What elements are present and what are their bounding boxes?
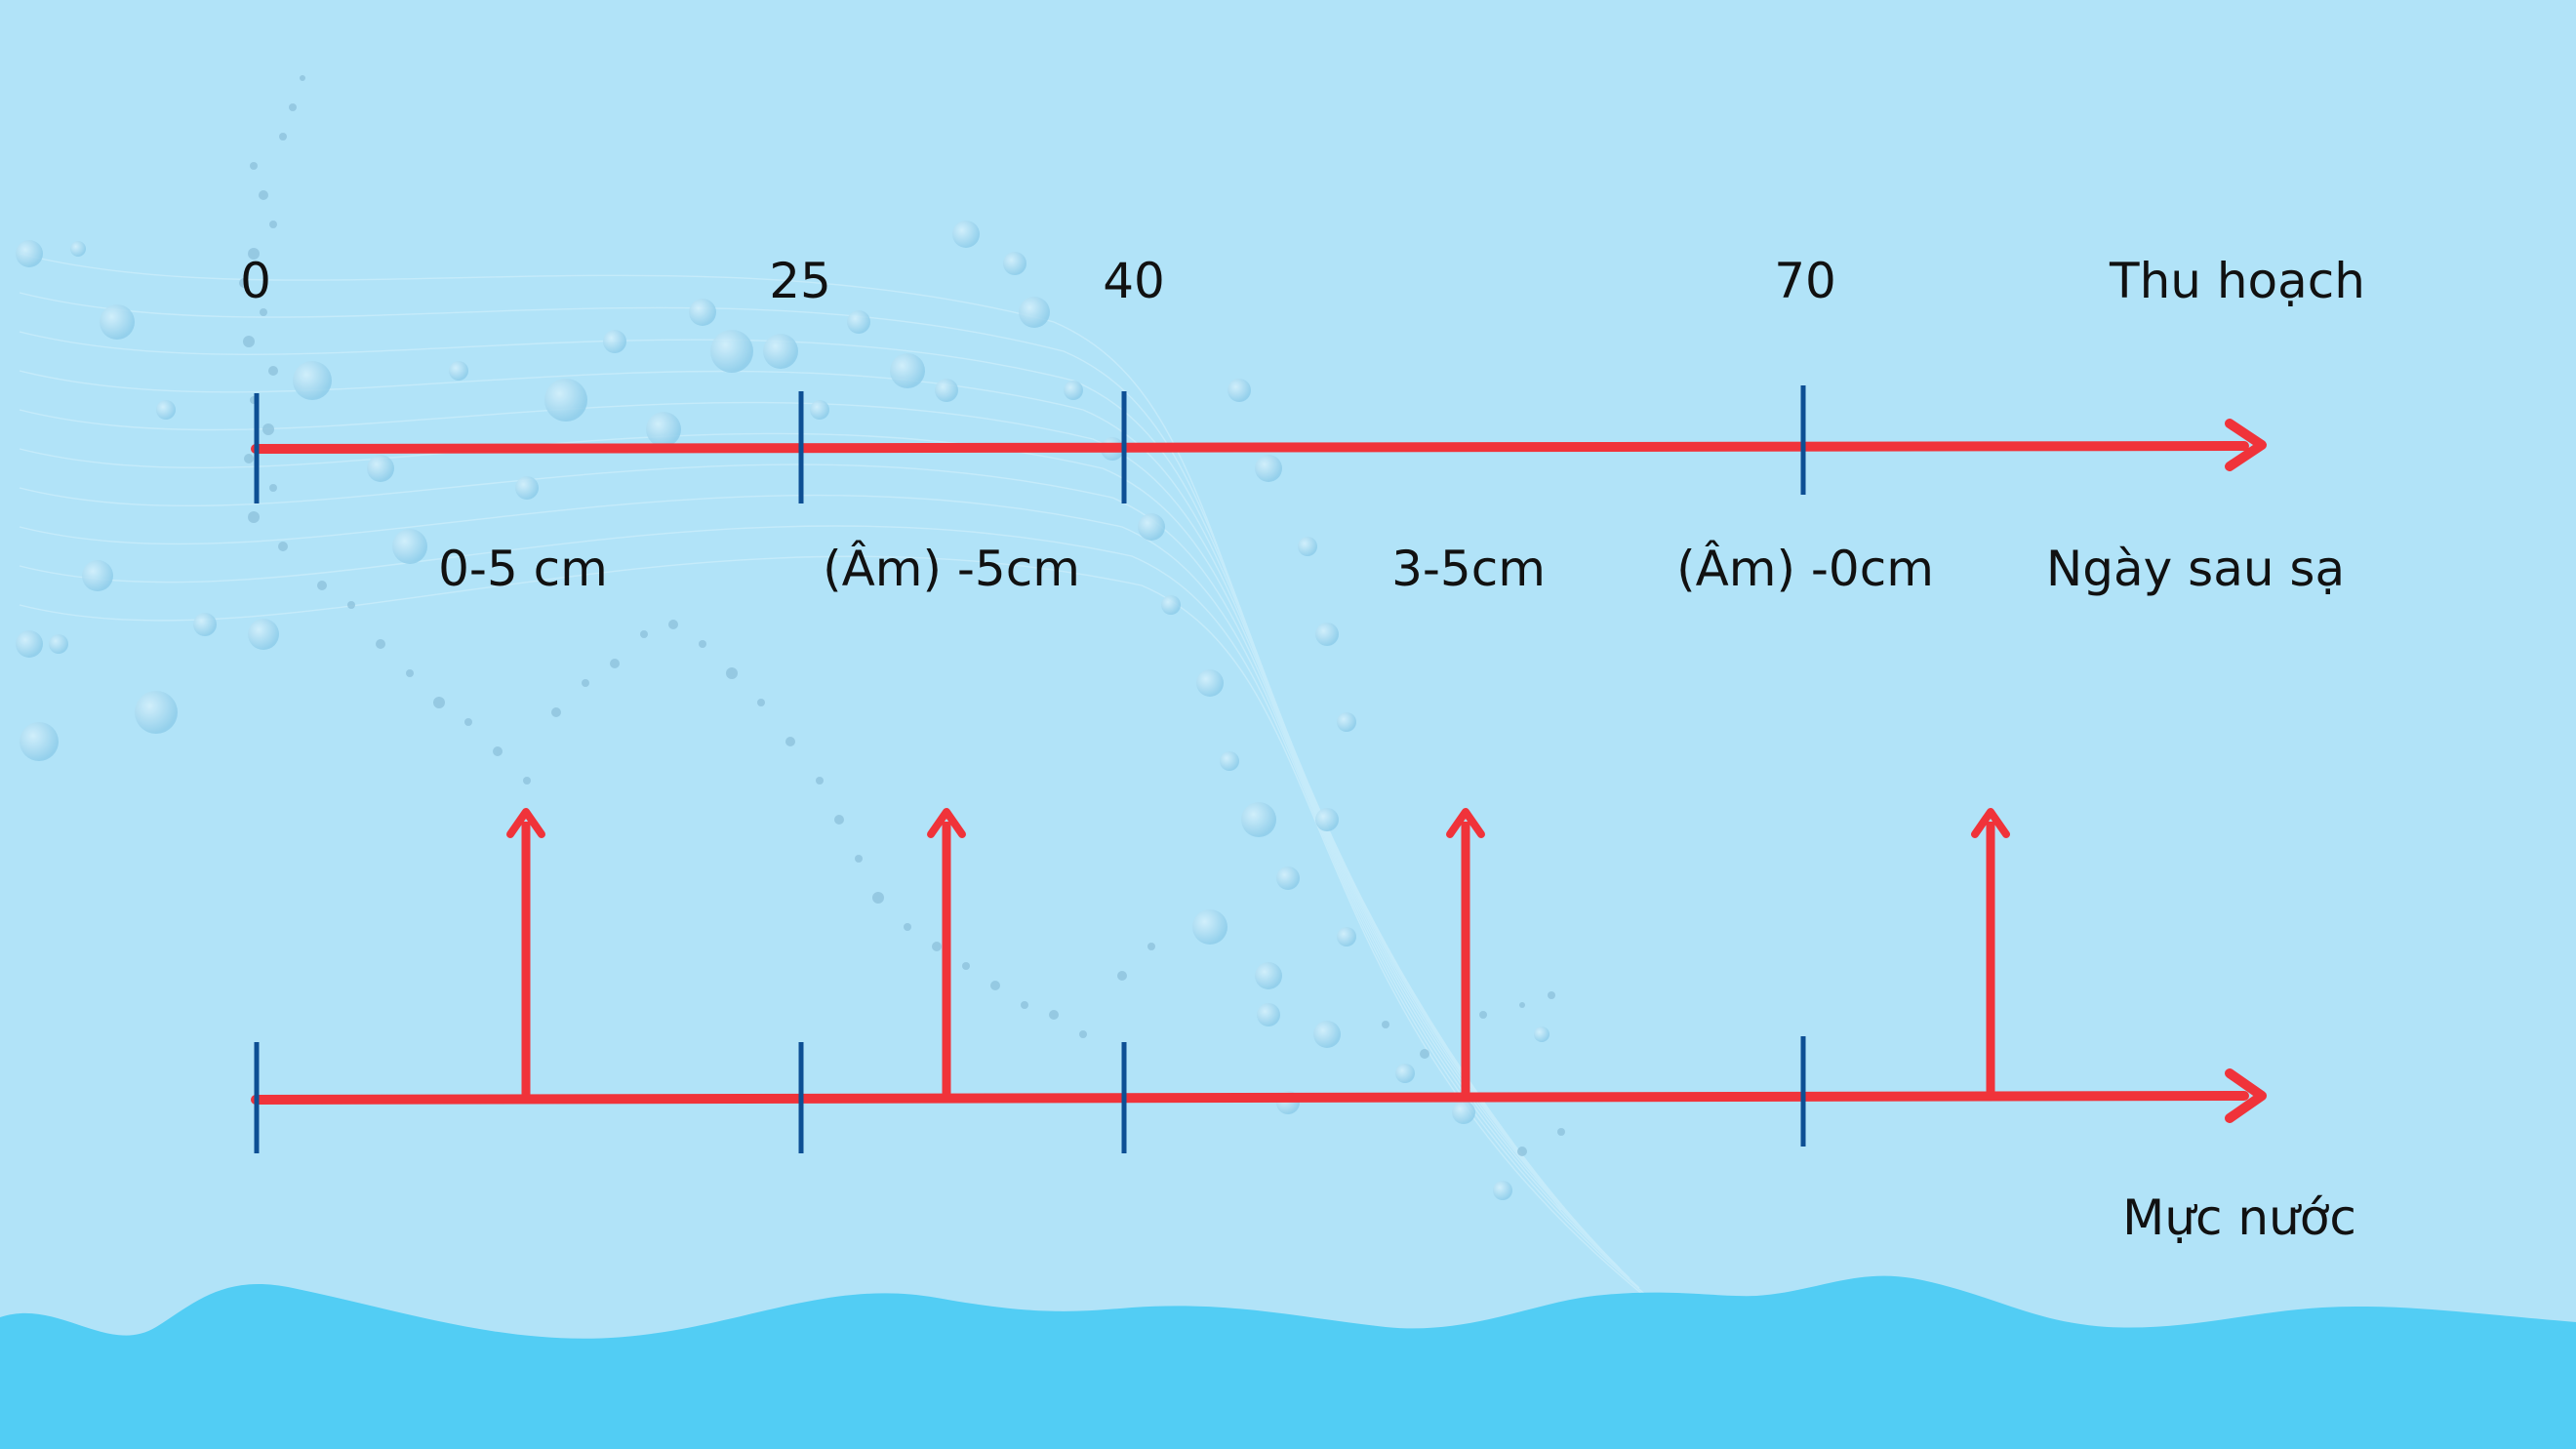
- decorative-small-dots: [239, 75, 1565, 1156]
- water-marker-1: [506, 808, 545, 1098]
- water-wave: [0, 1275, 2576, 1449]
- water-axis-arrowhead: [2225, 1068, 2267, 1123]
- water-level-timeline: Mực nước: [251, 808, 2356, 1246]
- day-label-40: 40: [1103, 253, 1165, 309]
- water-axis-line: [251, 1091, 2249, 1105]
- days-axis-line: [251, 441, 2249, 454]
- water-level-label: Mực nước: [2122, 1189, 2356, 1246]
- days-after-sowing-timeline: 0 25 40 70 Thu hoạch 0-5 cm (Âm) -5cm 3-…: [240, 253, 2365, 597]
- decorative-bubbles: [16, 221, 1550, 1200]
- days-after-sowing-label: Ngày sau sạ: [2046, 541, 2345, 597]
- day-label-0: 0: [240, 253, 271, 309]
- level-label-1: 0-5 cm: [438, 541, 608, 597]
- days-axis-arrowhead: [2225, 419, 2267, 471]
- water-marker-3: [1446, 808, 1485, 1097]
- water-marker-2: [927, 808, 966, 1098]
- harvest-label: Thu hoạch: [2109, 253, 2365, 309]
- level-label-3: 3-5cm: [1391, 541, 1546, 597]
- day-label-70: 70: [1774, 253, 1836, 309]
- level-label-4: (Âm) -0cm: [1676, 540, 1934, 597]
- day-label-25: 25: [769, 253, 831, 309]
- decorative-swirl: [19, 253, 1660, 1308]
- level-label-2: (Âm) -5cm: [823, 540, 1080, 597]
- water-marker-4: [1971, 808, 2010, 1096]
